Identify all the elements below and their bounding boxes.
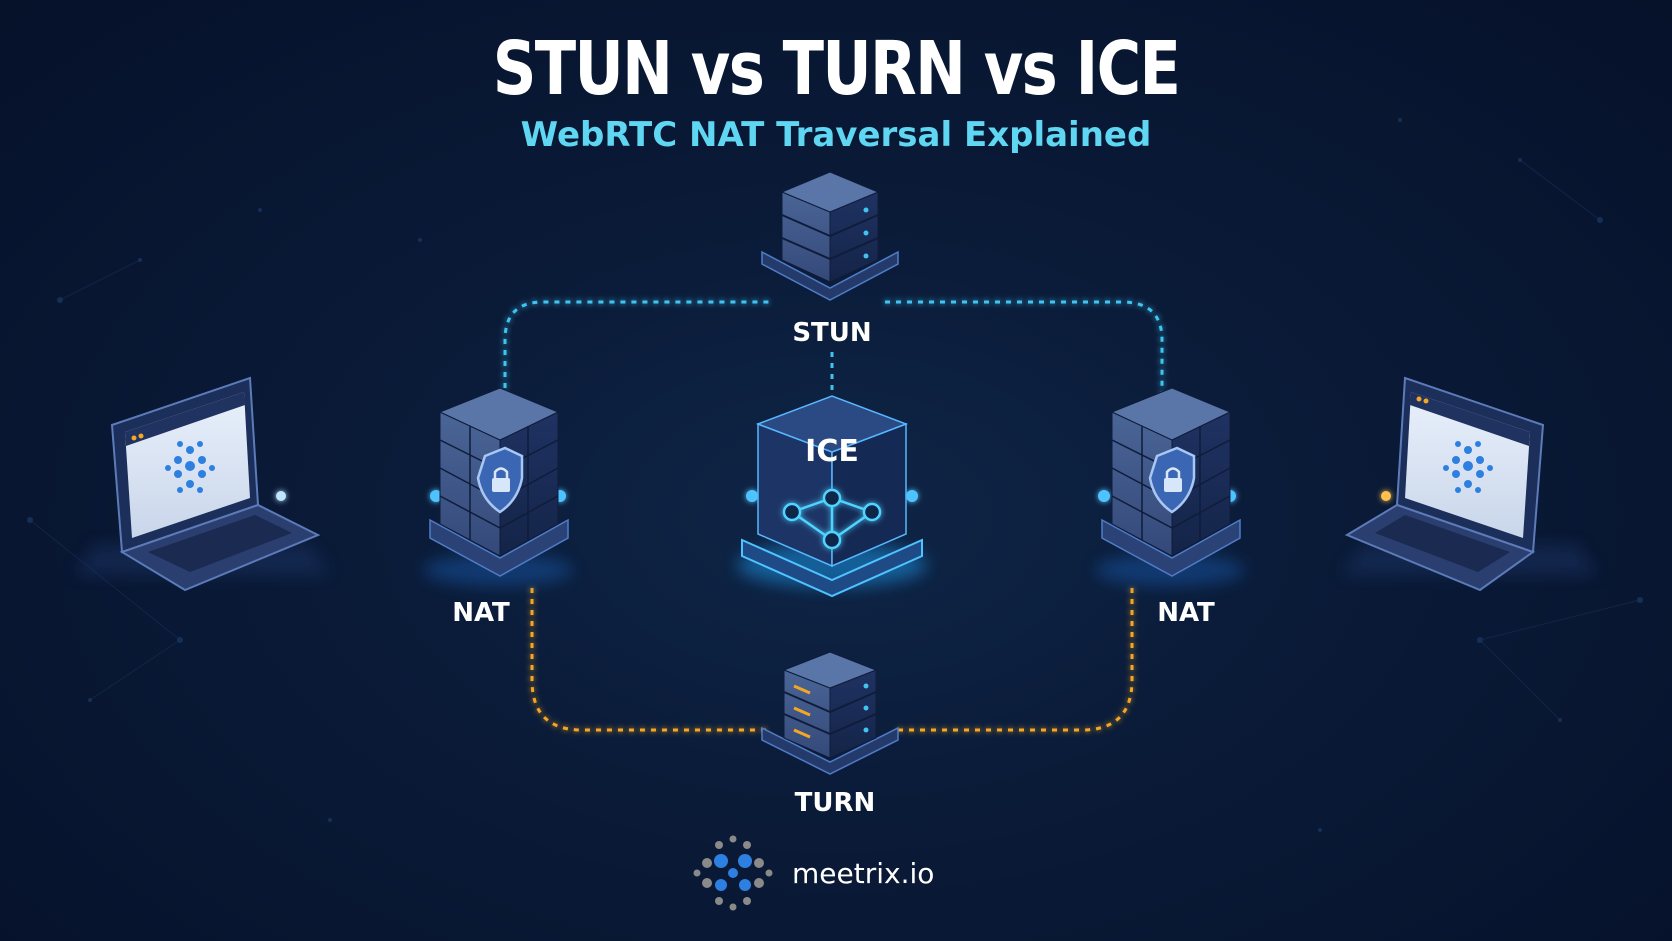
stun-path bbox=[503, 300, 1164, 410]
server-stun-icon bbox=[761, 171, 899, 301]
laptop-right-icon bbox=[1342, 376, 1597, 592]
stun-label: STUN bbox=[792, 318, 872, 348]
ice-cube-icon bbox=[737, 395, 927, 598]
turn-label: TURN bbox=[794, 788, 876, 818]
firewall-left-icon bbox=[423, 387, 573, 586]
ice-graph-icon bbox=[782, 488, 882, 550]
page-title: STUN vs TURN vs ICE bbox=[492, 26, 1181, 112]
meetrix-logo-icon bbox=[693, 835, 773, 911]
turn-path bbox=[530, 588, 1134, 732]
firewall-right-icon bbox=[1095, 387, 1245, 586]
laptop-left-icon bbox=[75, 376, 330, 592]
nat-right-label: NAT bbox=[1157, 598, 1215, 628]
background-network-lines bbox=[29, 159, 1641, 721]
nat-left-label: NAT bbox=[452, 598, 510, 628]
page-subtitle: WebRTC NAT Traversal Explained bbox=[520, 115, 1152, 155]
server-turn-icon bbox=[761, 651, 899, 775]
brand-name: meetrix.io bbox=[792, 857, 935, 890]
ice-label: ICE bbox=[805, 434, 859, 469]
